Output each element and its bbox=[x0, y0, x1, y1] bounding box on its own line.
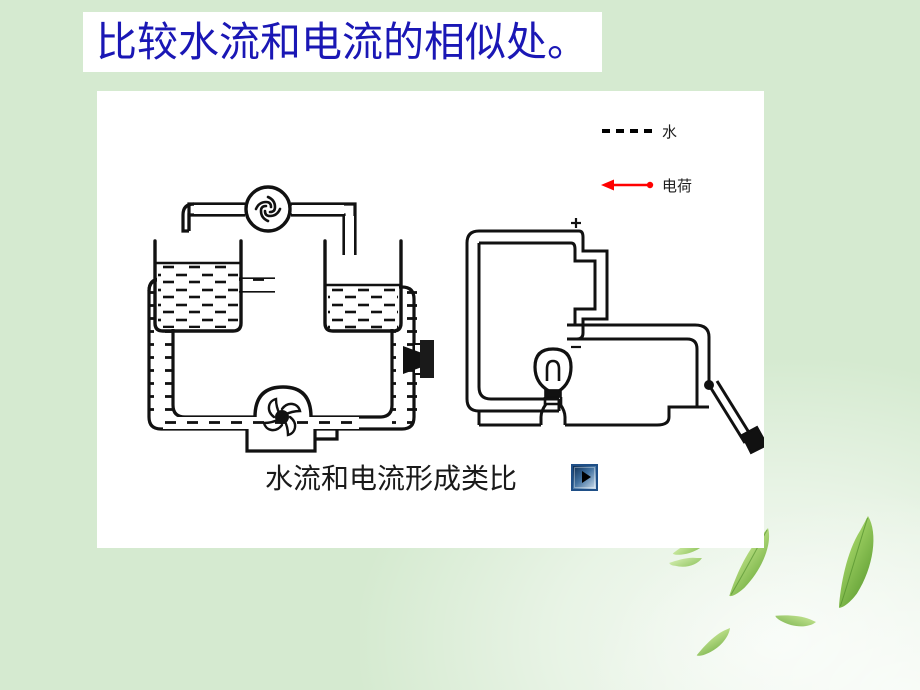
title-banner: 比较水流和电流的相似处。 bbox=[83, 12, 602, 72]
content-panel: 水 电荷 bbox=[97, 91, 764, 548]
page-title: 比较水流和电流的相似处。 bbox=[96, 18, 588, 65]
water-circuit-group bbox=[147, 185, 434, 453]
water-tank-left bbox=[153, 239, 243, 333]
water-valve bbox=[403, 340, 434, 378]
lamp bbox=[477, 347, 709, 427]
analogy-diagram bbox=[147, 185, 764, 455]
water-tank-right bbox=[323, 239, 403, 333]
electric-circuit-group bbox=[465, 218, 764, 455]
legend-label-charge: 电荷 bbox=[662, 178, 693, 195]
caption-row: 水流和电流形成类比 bbox=[97, 457, 764, 497]
legend: 水 电荷 bbox=[600, 116, 750, 200]
legend-label-water: 水 bbox=[662, 124, 678, 141]
red-arrow-icon bbox=[600, 178, 654, 192]
water-turbine bbox=[245, 385, 339, 453]
water-pump bbox=[181, 185, 357, 256]
knife-switch bbox=[695, 380, 764, 455]
diagram-caption: 水流和电流形成类比 bbox=[265, 464, 518, 495]
play-icon bbox=[581, 471, 591, 483]
dashed-line-icon bbox=[600, 124, 654, 138]
legend-item-charge: 电荷 bbox=[600, 170, 750, 200]
play-media-button[interactable] bbox=[571, 463, 599, 491]
legend-item-water: 水 bbox=[600, 116, 750, 146]
